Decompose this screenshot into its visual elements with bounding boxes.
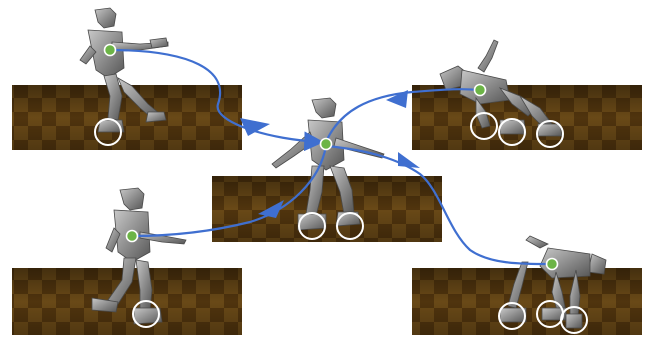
center-of-mass-dot-icon xyxy=(319,137,333,151)
floor-panels xyxy=(12,85,642,335)
center-of-mass-dot-icon xyxy=(125,229,139,243)
transition-arrow-icon xyxy=(258,200,284,218)
center-of-mass-dot-icon xyxy=(545,257,559,271)
transition-arrow-icon xyxy=(386,90,408,108)
arrowheads xyxy=(240,90,420,218)
foot-contact-circle-icon xyxy=(132,300,160,328)
contact-markers xyxy=(94,112,588,334)
center-of-mass-dot-icon xyxy=(473,83,487,97)
transition-arrow-icon xyxy=(398,152,420,168)
floor-panel-center xyxy=(212,176,442,242)
transition-arrow-icon xyxy=(131,145,328,238)
floor-panel-top-left xyxy=(12,85,242,150)
center-of-mass-dot-icon xyxy=(103,43,117,57)
transition-arrow-icon xyxy=(325,144,551,266)
foot-contact-circle-icon xyxy=(470,112,498,140)
transition-arrow-icon xyxy=(240,118,270,136)
foot-contact-circle-icon xyxy=(94,118,122,146)
robot-bent-over-support xyxy=(499,235,607,329)
floor-panel-bottom-right xyxy=(412,268,642,335)
foot-contact-circle-icon xyxy=(336,212,364,240)
robot-lean-back-reach xyxy=(79,7,169,133)
foot-contact-circle-icon xyxy=(498,302,526,330)
transition-arrow-icon xyxy=(324,88,479,143)
transition-arrows xyxy=(109,48,551,266)
com-markers xyxy=(103,43,559,271)
transition-arrow-icon xyxy=(109,48,324,152)
robot-single-leg-step xyxy=(91,187,187,325)
floor-panel-top-right xyxy=(412,85,642,150)
foot-contact-circle-icon xyxy=(298,212,326,240)
floor-panel-bottom-left xyxy=(12,268,242,335)
foot-contact-circle-icon xyxy=(498,118,526,146)
foot-contact-circle-icon xyxy=(560,306,588,334)
foot-contact-circle-icon xyxy=(536,120,564,148)
